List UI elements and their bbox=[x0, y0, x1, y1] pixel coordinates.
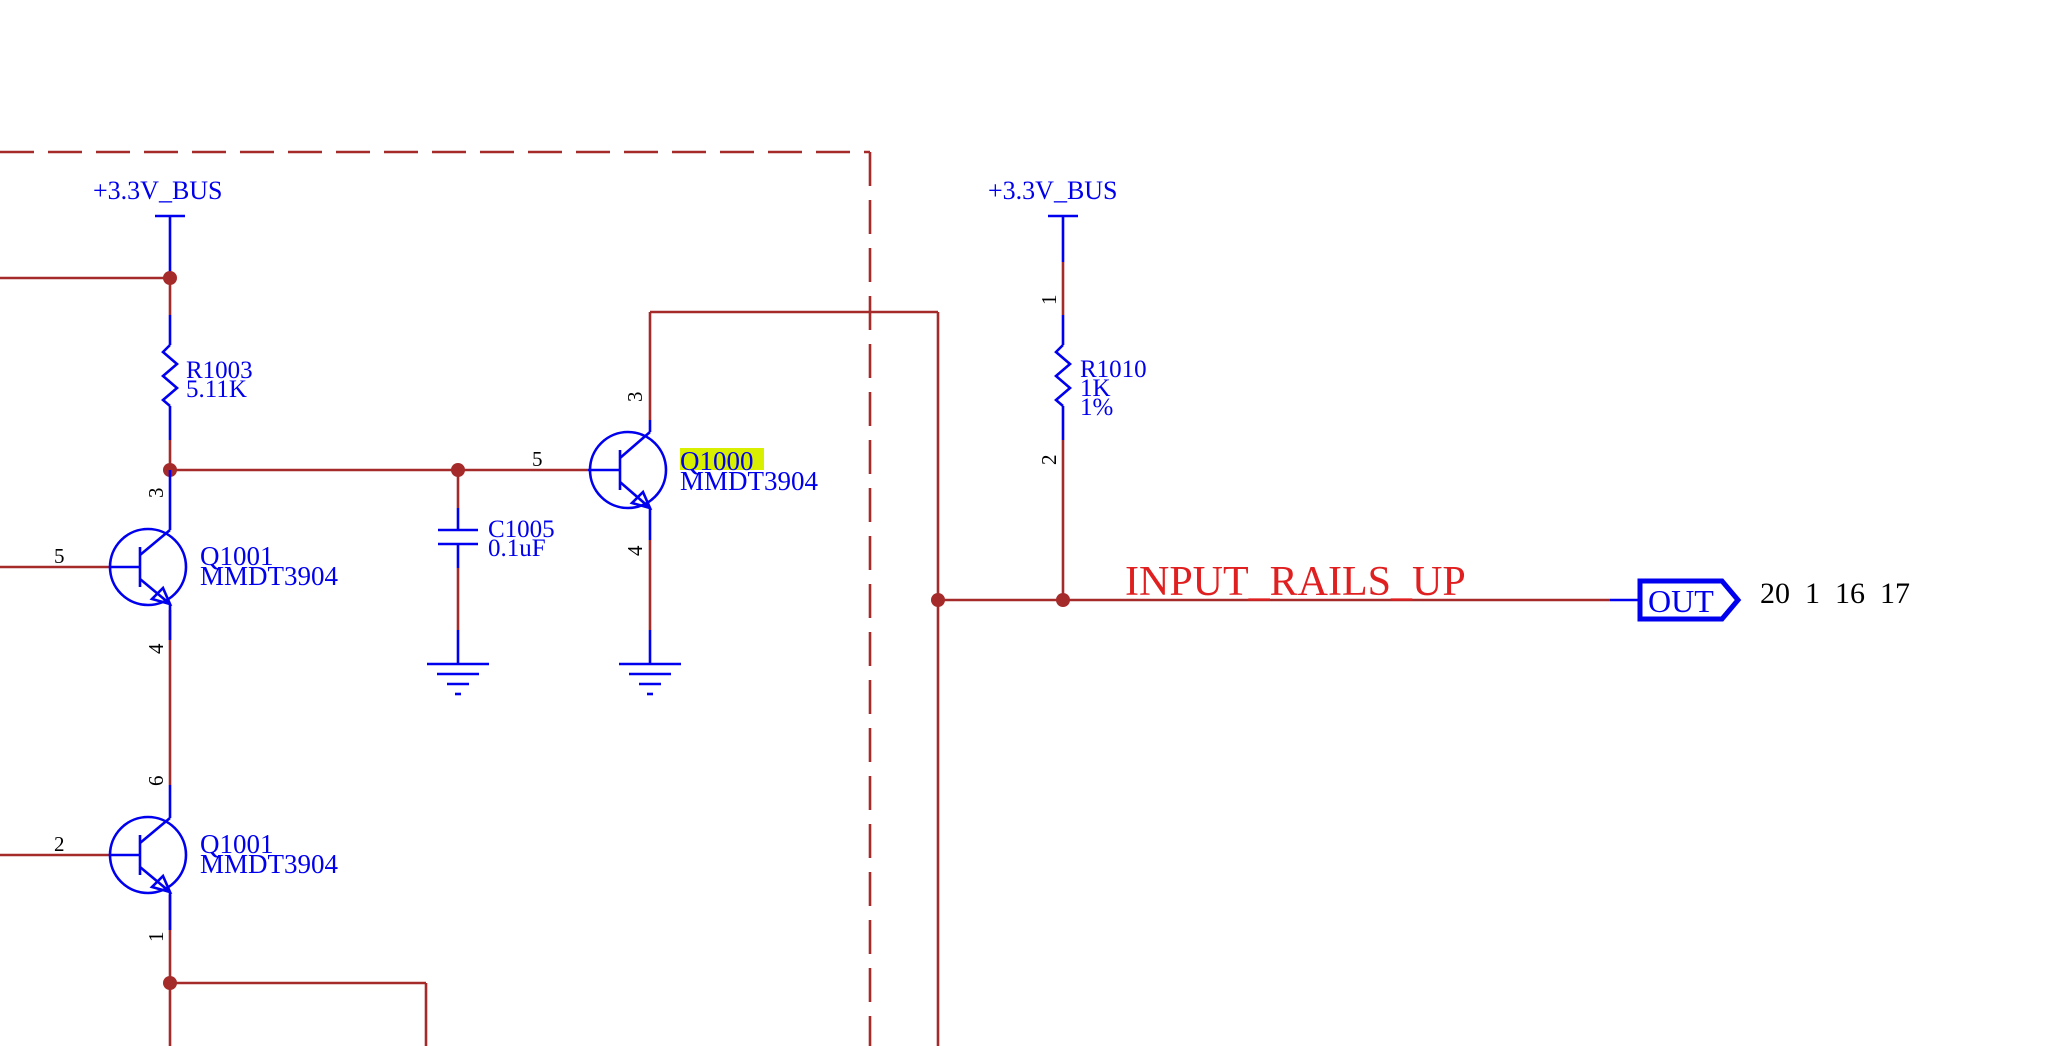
r1003-value: 5.11K bbox=[186, 376, 247, 403]
capacitor-c1005[interactable]: C1005 0.1uF bbox=[438, 508, 555, 568]
port-label: OUT bbox=[1648, 583, 1714, 619]
r1010-tolerance: 1% bbox=[1080, 394, 1113, 421]
transistor-q1000[interactable]: Q1000 MMDT3904 5 3 4 bbox=[532, 392, 819, 557]
q1001a-part: MMDT3904 bbox=[200, 561, 339, 591]
output-port[interactable]: OUT 20 1 16 17 bbox=[1610, 577, 1910, 622]
q1001b-part: MMDT3904 bbox=[200, 849, 339, 879]
q1001a-pin-collector: 3 bbox=[144, 488, 168, 499]
q1001a-pin-base: 5 bbox=[54, 544, 65, 568]
ground-symbol bbox=[427, 630, 489, 696]
q1001a-ref: Q1001 bbox=[200, 541, 274, 571]
q1001b-pin-emitter: 1 bbox=[144, 932, 168, 943]
block-boundary bbox=[0, 150, 872, 1046]
q1000-pin-collector: 3 bbox=[623, 392, 647, 403]
q1001b-pin-base: 2 bbox=[54, 832, 65, 856]
wires bbox=[0, 262, 1610, 1046]
transistor-q1001-upper[interactable]: Q1001 MMDT3904 5 3 4 bbox=[54, 470, 339, 654]
r1010-pin-bottom: 2 bbox=[1037, 455, 1061, 466]
q1001b-ref: Q1001 bbox=[200, 829, 274, 859]
q1001a-pin-emitter: 4 bbox=[144, 643, 168, 654]
q1000-highlight bbox=[680, 448, 764, 470]
power-label-left: +3.3V_BUS bbox=[93, 176, 223, 205]
junctions bbox=[163, 271, 1070, 990]
r1010-pin-top: 1 bbox=[1037, 295, 1061, 306]
ground-symbol bbox=[619, 630, 681, 696]
q1001b-pin-collector: 6 bbox=[144, 776, 168, 787]
transistor-q1001-lower[interactable]: Q1001 MMDT3904 2 6 1 bbox=[54, 776, 339, 943]
c1005-ref: C1005 bbox=[488, 516, 555, 543]
q1000-pin-base: 5 bbox=[532, 447, 543, 471]
r1010-value: 1K bbox=[1080, 375, 1111, 402]
c1005-value: 0.1uF bbox=[488, 535, 546, 562]
power-symbol-right: +3.3V_BUS bbox=[988, 176, 1118, 262]
power-symbol-left: +3.3V_BUS bbox=[93, 176, 223, 278]
r1010-ref: R1010 bbox=[1080, 356, 1147, 383]
port-xrefs: 20 1 16 17 bbox=[1760, 577, 1910, 610]
r1003-ref: R1003 bbox=[186, 357, 253, 384]
q1000-part: MMDT3904 bbox=[680, 466, 819, 496]
net-label-input-rails-up[interactable]: INPUT_RAILS_UP bbox=[1125, 559, 1466, 605]
q1000-pin-emitter: 4 bbox=[623, 545, 647, 556]
q1000-ref: Q1000 bbox=[680, 446, 754, 476]
resistor-r1003[interactable]: R1003 5.11K bbox=[161, 315, 253, 440]
power-label-right: +3.3V_BUS bbox=[988, 176, 1118, 205]
resistor-r1010[interactable]: R1010 1K 1% 1 2 bbox=[1037, 295, 1147, 466]
